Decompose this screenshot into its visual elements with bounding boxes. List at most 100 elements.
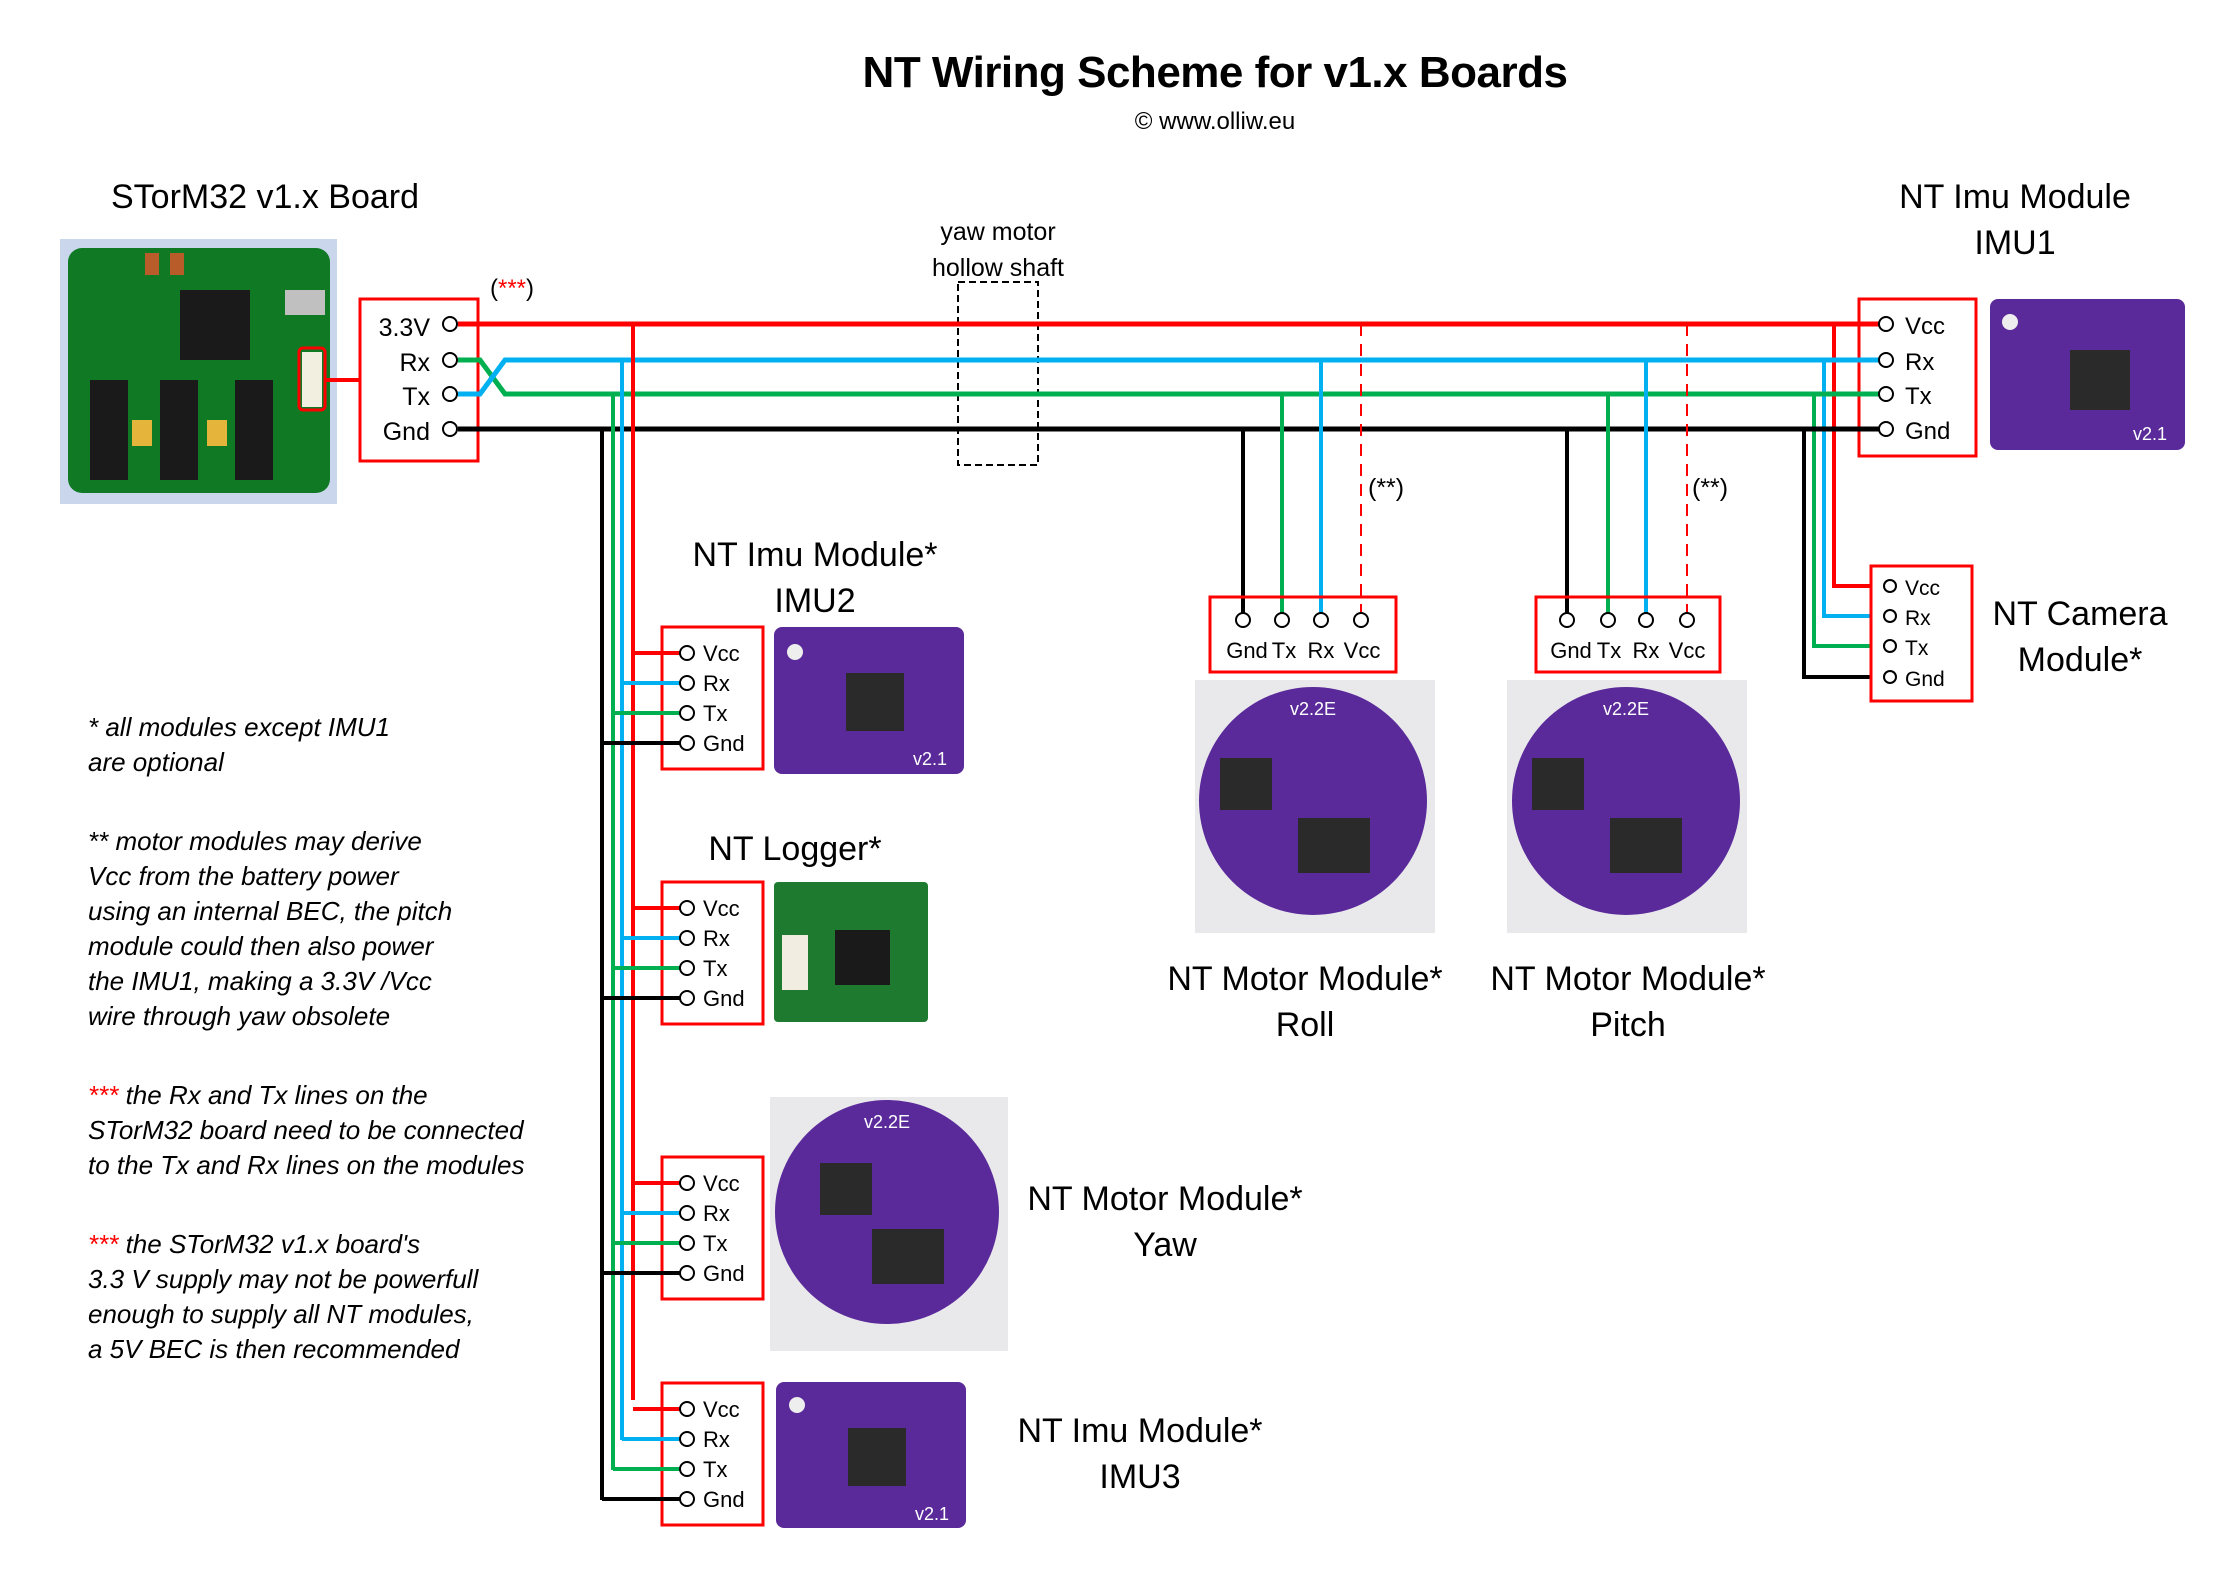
imu2-pin bbox=[679, 735, 695, 751]
motor-yaw-pin-label: Rx bbox=[703, 1201, 730, 1226]
motor-pitch-label: NT Motor Module* Pitch bbox=[1463, 956, 1793, 1048]
note-line: STorM32 board need to be connected bbox=[88, 1115, 524, 1145]
note-line: the STorM32 v1.x board's bbox=[118, 1229, 421, 1259]
imu2-label-line1: NT Imu Module* bbox=[692, 536, 938, 574]
imu2-label: NT Imu Module* IMU2 bbox=[640, 532, 990, 624]
copyright-subtitle: © www.olliw.eu bbox=[1134, 108, 1296, 135]
pitch-pin-tx bbox=[1600, 612, 1616, 628]
logger-photo bbox=[774, 882, 928, 1022]
pitch-pin-label: Gnd bbox=[1550, 638, 1592, 663]
camera-pin-vcc: Vcc bbox=[1905, 577, 1940, 600]
note-line: using an internal BEC, the pitch bbox=[88, 896, 453, 926]
note-line: ** motor modules may derive bbox=[88, 826, 422, 856]
logger-label: NT Logger* bbox=[708, 830, 882, 868]
roll-pin-label: Rx bbox=[1308, 638, 1335, 663]
imu3-pin-label: Vcc bbox=[703, 1397, 740, 1422]
imu3-pin bbox=[679, 1461, 695, 1477]
motor-yaw-pin bbox=[679, 1175, 695, 1191]
imu3-label-line2: IMU3 bbox=[1099, 1458, 1181, 1496]
imu3-connector-box bbox=[660, 1381, 765, 1527]
pitch-vcc-note-marker: (**) bbox=[1692, 474, 1728, 502]
imu2-pin bbox=[679, 645, 695, 661]
imu3-pin bbox=[679, 1431, 695, 1447]
note-rx-tx-crossover: *** the Rx and Tx lines on the STorM32 b… bbox=[88, 1078, 524, 1183]
imu2-pin-label: Rx bbox=[703, 671, 730, 696]
imu2-pin-label: Vcc bbox=[703, 641, 740, 666]
roll-pin-label: Gnd bbox=[1226, 638, 1268, 663]
roll-pin-gnd bbox=[1235, 612, 1251, 628]
imu2-pin-label: Gnd bbox=[703, 731, 745, 756]
imu1-pin-tx: Tx bbox=[1905, 383, 1932, 410]
camera-pin-tx: Tx bbox=[1905, 637, 1929, 660]
pitch-drop-wires bbox=[1565, 324, 1688, 620]
imu2-pin bbox=[679, 675, 695, 691]
imu2-photo bbox=[774, 627, 964, 774]
motor-yaw-label-line2: Yaw bbox=[1133, 1226, 1197, 1264]
pitch-pin-label: Rx bbox=[1633, 638, 1660, 663]
roll-pin-tx bbox=[1274, 612, 1290, 628]
imu1-label-line1: NT Imu Module bbox=[1899, 178, 2131, 216]
storm32-board-photo bbox=[60, 239, 337, 504]
note-line: to the Tx and Rx lines on the modules bbox=[88, 1150, 525, 1180]
note-optional: * all modules except IMU1 are optional bbox=[88, 710, 390, 780]
page-title: NT Wiring Scheme for v1.x Boards bbox=[862, 48, 1568, 97]
motor-yaw-pin bbox=[679, 1205, 695, 1221]
camera-label-line2: Module* bbox=[2017, 641, 2143, 679]
board-note-marker: (***) bbox=[490, 275, 534, 302]
motor-yaw-pin bbox=[679, 1265, 695, 1281]
board-label: STorM32 v1.x Board bbox=[110, 178, 420, 216]
note-line: a 5V BEC is then recommended bbox=[88, 1334, 460, 1364]
pitch-pin-vcc bbox=[1679, 612, 1695, 628]
imu3-label-line1: NT Imu Module* bbox=[1017, 1412, 1263, 1450]
note-line: 3.3 V supply may not be powerfull bbox=[88, 1264, 479, 1294]
imu3-pin bbox=[679, 1491, 695, 1507]
rail-tx bbox=[458, 357, 1885, 397]
imu1-pin-gnd: Gnd bbox=[1905, 418, 1950, 445]
yaw-shaft-line1: yaw motor bbox=[940, 218, 1056, 246]
logger-pin-label: Rx bbox=[703, 926, 730, 951]
motor-yaw-label-line1: NT Motor Module* bbox=[1027, 1180, 1303, 1218]
yaw-shaft-line2: hollow shaft bbox=[931, 254, 1065, 282]
pitch-pin-label: Vcc bbox=[1669, 638, 1706, 663]
imu3-photo bbox=[776, 1382, 966, 1528]
left-vertical-bus bbox=[600, 324, 635, 1500]
main-bus bbox=[458, 321, 1885, 432]
motor-roll-photo bbox=[1195, 680, 1435, 933]
imu1-pin-rx: Rx bbox=[1905, 349, 1934, 376]
pitch-pin-rx bbox=[1638, 612, 1654, 628]
camera-label: NT Camera Module* bbox=[1980, 591, 2180, 683]
yaw-shaft-label: yaw motor hollow shaft bbox=[928, 214, 1068, 286]
motor-roll-chip-label: v2.2E bbox=[1290, 699, 1336, 719]
note-line: * all modules except IMU1 bbox=[88, 712, 391, 742]
board-pin-tx: Tx bbox=[402, 383, 430, 411]
motor-pitch-label-line2: Pitch bbox=[1590, 1006, 1666, 1044]
motor-yaw-chip-label: v2.2E bbox=[864, 1112, 910, 1132]
motor-yaw-pin-label: Vcc bbox=[703, 1171, 740, 1196]
motor-yaw-photo bbox=[770, 1097, 1008, 1351]
note-power-supply: *** the STorM32 v1.x board's 3.3 V suppl… bbox=[88, 1227, 478, 1367]
roll-pin-label: Tx bbox=[1272, 638, 1296, 663]
imu1-pin-vcc: Vcc bbox=[1905, 313, 1945, 340]
motor-roll-label: NT Motor Module* Roll bbox=[1140, 956, 1470, 1048]
motor-yaw-pin-label: Gnd bbox=[703, 1261, 745, 1286]
pitch-pin-label: Tx bbox=[1597, 638, 1621, 663]
pitch-pin-gnd bbox=[1559, 612, 1575, 628]
note-line: wire through yaw obsolete bbox=[88, 1001, 391, 1031]
imu3-pin-label: Gnd bbox=[703, 1487, 745, 1512]
note-marker: *** bbox=[88, 1080, 119, 1110]
imu3-chip-label: v2.1 bbox=[915, 1504, 949, 1524]
note-line: module could then also power bbox=[88, 931, 434, 961]
yaw-hollow-shaft-box bbox=[957, 281, 1039, 466]
imu1-label: NT Imu Module IMU1 bbox=[1860, 174, 2170, 266]
note-line: enough to supply all NT modules, bbox=[88, 1299, 474, 1329]
logger-pin bbox=[679, 930, 695, 946]
roll-pin-rx bbox=[1313, 612, 1329, 628]
logger-connector-box bbox=[660, 880, 765, 1026]
imu2-connector-box bbox=[660, 625, 765, 771]
camera-label-line1: NT Camera bbox=[1992, 595, 2168, 633]
imu1-photo bbox=[1990, 299, 2185, 450]
note-marker: *** bbox=[88, 1229, 119, 1259]
imu3-pin-label: Tx bbox=[703, 1457, 727, 1482]
note-line: the Rx and Tx lines on the bbox=[118, 1080, 428, 1110]
motor-yaw-pin bbox=[679, 1235, 695, 1251]
